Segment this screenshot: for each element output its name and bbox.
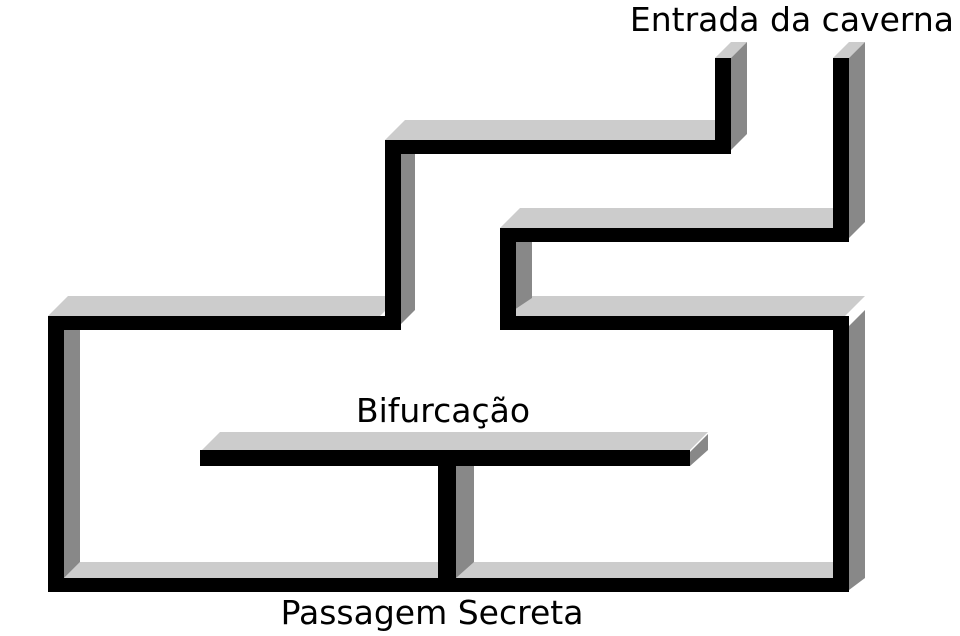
entrance-left-wall-top xyxy=(715,42,747,58)
fork-wall-top xyxy=(200,432,708,452)
upper-left-wall-side xyxy=(399,150,415,326)
center-pillar-side xyxy=(456,466,474,578)
wall-tops xyxy=(48,42,865,578)
right-ledge-wall xyxy=(500,316,849,330)
middle-corridor-wall-top xyxy=(500,208,853,228)
fork-label: Bifurcação xyxy=(356,391,530,430)
entrance-left-wall-side xyxy=(731,42,747,150)
entrance-right-wall-top xyxy=(833,42,865,58)
middle-left-wall-side xyxy=(514,238,532,310)
fork-end-side xyxy=(690,434,708,466)
entrance-right-wall-side xyxy=(849,42,865,238)
left-ledge-wall-top xyxy=(48,296,400,316)
right-outer-wall xyxy=(833,316,849,592)
center-pillar xyxy=(438,450,456,592)
left-outer-wall xyxy=(48,316,64,592)
maze-walls xyxy=(48,58,849,592)
bottom-left-floor-top xyxy=(64,562,438,578)
bottom-right-floor-top xyxy=(456,562,833,578)
entrance-label: Entrada da caverna xyxy=(630,0,954,39)
entrance-right-wall xyxy=(833,58,849,242)
right-ledge-wall-top xyxy=(500,296,865,316)
middle-corridor-wall xyxy=(500,228,849,242)
secret-passage-label: Passagem Secreta xyxy=(281,593,584,632)
upper-left-wall xyxy=(385,140,401,330)
middle-left-wall xyxy=(500,228,516,330)
wall-sides xyxy=(64,42,865,590)
upper-corridor-wall-top xyxy=(385,120,735,140)
entrance-left-wall xyxy=(715,58,731,150)
left-ledge-wall xyxy=(48,316,401,330)
left-outer-wall-side xyxy=(64,326,80,578)
right-outer-wall-side xyxy=(849,310,865,590)
upper-corridor-wall xyxy=(385,140,731,154)
